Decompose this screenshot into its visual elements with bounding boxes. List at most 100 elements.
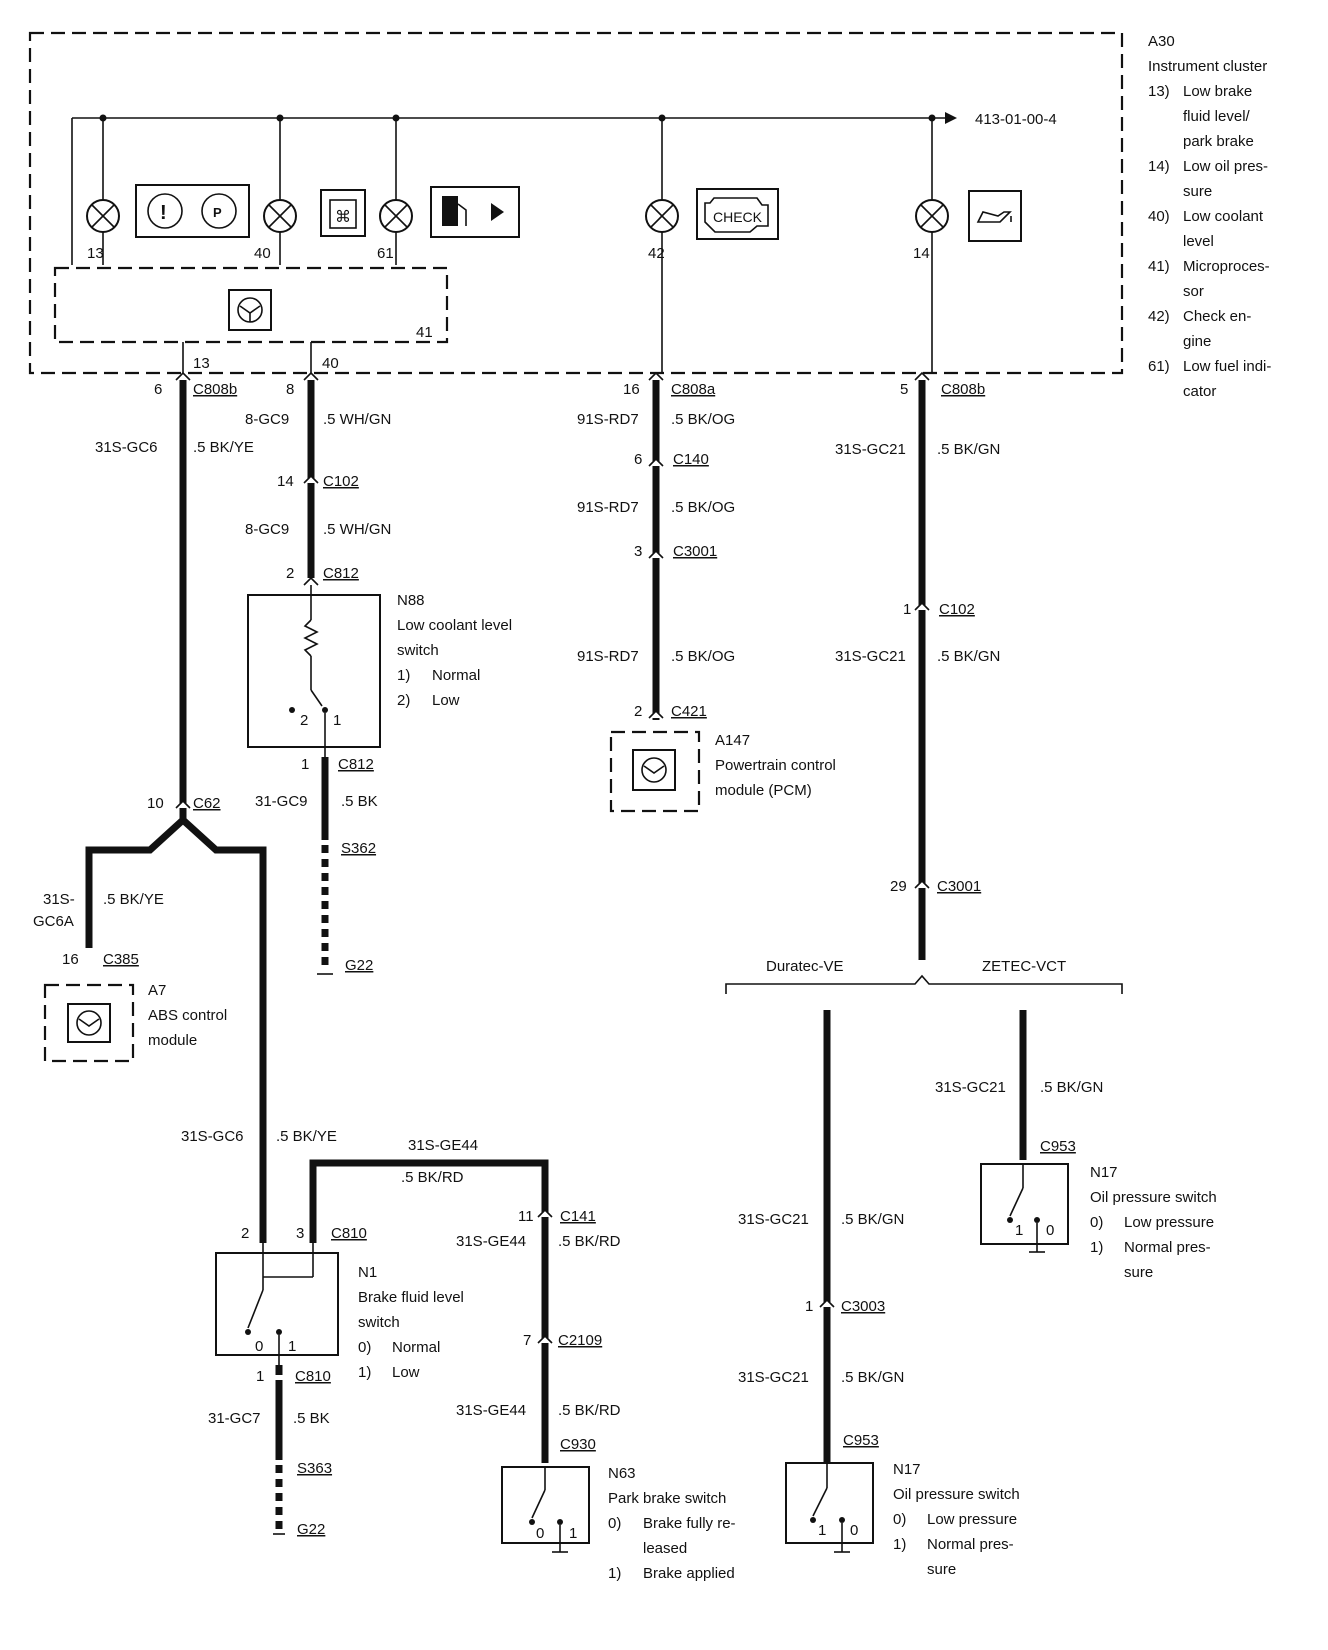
wire-color-label: .5 BK/YE [103, 891, 164, 908]
coolant-level-switch: 2 1 1 C812 31-GC9 .5 BK S362 G22 N88 Low… [247, 585, 512, 975]
oil-circuit-wire: 5 C808b 31S-GC21 .5 BK/GN 1 C102 31S-GC2… [725, 378, 1123, 1463]
circuit-label: 91S-RD7 [577, 648, 639, 665]
state-text: Normal [432, 667, 480, 684]
pin-label: 10 [147, 795, 164, 812]
svg-text:⌘: ⌘ [335, 209, 351, 226]
lamp-label: 61 [377, 245, 394, 262]
variant-bracket [725, 974, 1123, 994]
brake-fluid-switch: 2 3 C810 0 1 1 C810 31-GC7 .5 BK S363 G2… [208, 1225, 464, 1538]
connector-label: C808a [671, 381, 716, 398]
component-ref: N17 [1090, 1164, 1118, 1181]
pin-label: 2 [286, 565, 294, 582]
pin-label: 2 [300, 712, 308, 729]
pin-label: 16 [623, 381, 640, 398]
pin-label: 1 [569, 1525, 577, 1542]
oil-can-icon [968, 190, 1022, 242]
internal-pin: 13 [193, 355, 210, 372]
variant-label: ZETEC-VCT [982, 958, 1066, 975]
wire-color-label: .5 WH/GN [323, 521, 391, 538]
bus-reference: 413-01-00-4 [975, 111, 1057, 128]
park-brake-switch: 0 1 N63 Park brake switch 0) Brake fully… [501, 1465, 736, 1582]
state-text: Brake fully re- [643, 1515, 736, 1532]
connector-label: C953 [1040, 1138, 1076, 1155]
resistor-icon [303, 619, 319, 657]
variant-label: Duratec-VE [766, 958, 844, 975]
circuit-label: 31S-GC6 [181, 1128, 244, 1145]
state-num: 1) [893, 1536, 906, 1553]
pin-label: 1 [805, 1298, 813, 1315]
connector-label: C812 [338, 756, 374, 773]
pin-label: 0 [850, 1522, 858, 1539]
state-text: leased [643, 1540, 687, 1557]
circuit-label: 31S-GC21 [835, 648, 906, 665]
pin-label: 29 [890, 878, 907, 895]
svg-text:!: ! [160, 202, 167, 224]
connector-label: C930 [560, 1436, 596, 1453]
splice-label: S362 [341, 840, 376, 857]
component-ref: N63 [608, 1465, 636, 1482]
circuit-label: 31-GC9 [255, 793, 308, 810]
cluster-ref: A30 [1148, 33, 1175, 50]
wire-color-label: .5 BK/YE [276, 1128, 337, 1145]
park-brake-wire: 31S-GE44 .5 BK/RD 11 C141 31S-GE44 .5 BK… [309, 1137, 621, 1463]
lamp-40-icon [263, 199, 297, 233]
connector-label: C810 [295, 1368, 331, 1385]
pin-label: 2 [241, 1225, 249, 1242]
processor-icon [228, 289, 272, 331]
component-desc: Brake fluid level [358, 1289, 464, 1306]
state-text: Low pressure [927, 1511, 1017, 1528]
lamp-61-icon [379, 199, 413, 233]
component-desc: module [148, 1032, 197, 1049]
state-text: Normal [392, 1339, 440, 1356]
component-ref: N88 [397, 592, 425, 609]
state-num: 0) [358, 1339, 371, 1356]
state-num: 1) [1090, 1239, 1103, 1256]
state-num: 0) [893, 1511, 906, 1528]
component-desc: module (PCM) [715, 782, 812, 799]
circuit-label: 31S-GC21 [738, 1211, 809, 1228]
wire-color-label: .5 BK/GN [937, 441, 1000, 458]
coolant-circuit-wire: 8 8-GC9 .5 WH/GN 14 C102 8-GC9 .5 WH/GN … [245, 378, 391, 582]
connector-label: C3003 [841, 1298, 885, 1315]
pin-label: 0 [536, 1525, 544, 1542]
check-label: CHECK [713, 209, 763, 225]
circuit-label: 31S- [43, 891, 75, 908]
cluster-legend: A30 Instrument cluster 13) Low brake flu… [1148, 33, 1271, 400]
lamp-14-icon [915, 199, 949, 233]
legend-text: sure [1183, 183, 1212, 200]
state-num: 1) [608, 1565, 621, 1582]
state-num: 1) [397, 667, 410, 684]
component-desc: switch [397, 642, 439, 659]
processor-box [53, 266, 449, 344]
component-desc: ABS control [148, 1007, 227, 1024]
brake-warning-icon: ! P [135, 184, 250, 238]
pin-label: 11 [518, 1208, 534, 1225]
legend-text: Low coolant [1183, 208, 1264, 225]
component-desc: Oil pressure switch [1090, 1189, 1217, 1206]
pin-label: 16 [62, 951, 79, 968]
state-text: Low [432, 692, 460, 709]
state-text: sure [927, 1561, 956, 1578]
legend-num: 61) [1148, 358, 1170, 375]
pin-label: 1 [333, 712, 341, 729]
wire-color-label: .5 BK [341, 793, 378, 810]
wire-color-label: .5 BK/GN [937, 648, 1000, 665]
legend-text: sor [1183, 283, 1204, 300]
lamp-label: 42 [648, 245, 665, 262]
state-num: 1) [358, 1364, 371, 1381]
connector-label: C421 [671, 703, 707, 720]
pin-label: 7 [523, 1332, 531, 1349]
pin-label: 0 [255, 1338, 263, 1355]
component-desc: Oil pressure switch [893, 1486, 1020, 1503]
legend-text: Check en- [1183, 308, 1251, 325]
legend-text: fluid level/ [1183, 108, 1251, 125]
connector-marks [175, 371, 930, 1344]
wire-color-label: .5 BK/OG [671, 648, 735, 665]
component-desc: Park brake switch [608, 1490, 726, 1507]
circuit-label: 91S-RD7 [577, 411, 639, 428]
connector-label: C102 [323, 473, 359, 490]
legend-text: Low oil pres- [1183, 158, 1268, 175]
splice-label: S363 [297, 1460, 332, 1477]
connector-label: C62 [193, 795, 221, 812]
wire-color-label: .5 BK/OG [671, 499, 735, 516]
